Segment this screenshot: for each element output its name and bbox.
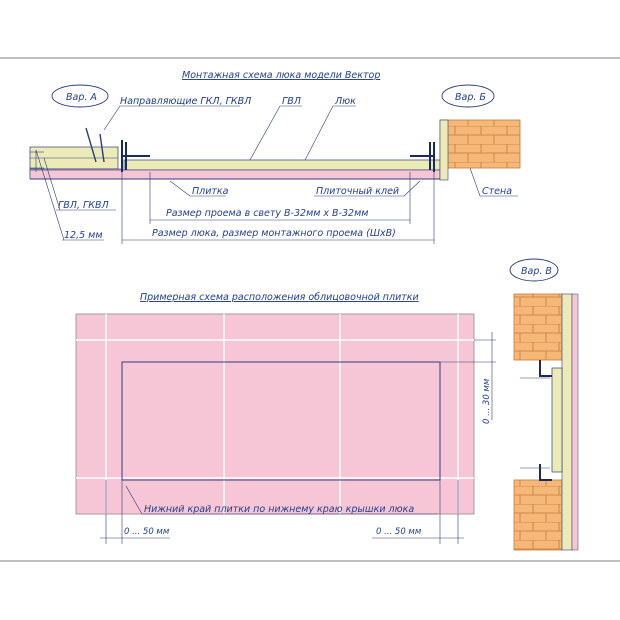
bottom-title: Примерная схема расположения облицовочно…	[140, 292, 419, 303]
wall-bricks-top	[439, 119, 521, 169]
dim-right-label: 0 ... 50 мм	[376, 527, 422, 537]
wall-bricks-upper	[513, 293, 563, 361]
right-frame-profile	[410, 142, 435, 172]
callout-b-ellipse	[441, 84, 495, 108]
tile-label: Плитка	[192, 186, 229, 197]
callout-a-label: Вар. А	[66, 92, 97, 103]
gkl-gkvl-label: ГВЛ, ГКВЛ	[58, 200, 109, 211]
hatch-size-label: Размер люка, размер монтажного проема (Ш…	[152, 228, 396, 239]
wall-bricks-lower	[513, 479, 563, 551]
top-title: Монтажная схема люка модели Вектор	[182, 70, 380, 81]
hatch-cover-outline	[121, 361, 441, 481]
hatch-door-side	[551, 367, 563, 473]
hatch-plate	[123, 159, 441, 171]
dim-left-label: 0 ... 50 мм	[124, 527, 170, 537]
wall-section-v	[513, 293, 579, 551]
dim-vertical-label: 0 ... 30 мм	[482, 378, 492, 424]
hatch-label: Люк	[334, 96, 356, 107]
thickness-label: 12,5 мм	[64, 230, 103, 241]
opening-size-label: Размер проема в свету В-32мм х В-32мм	[166, 208, 368, 219]
callout-v-label: Вар. В	[521, 266, 552, 277]
lower-edge-label: Нижний край плитки по нижнему краю крышк…	[144, 504, 414, 515]
left-frame-profile	[121, 140, 150, 172]
guides-label: Направляющие ГКЛ, ГКВЛ	[120, 96, 251, 107]
tile-glue-label: Плиточный клей	[316, 186, 399, 197]
tile-panel	[75, 313, 475, 515]
tile-layer	[29, 169, 441, 180]
gvl-label: ГВЛ	[282, 96, 301, 107]
callout-b-label: Вар. Б	[455, 92, 486, 103]
callout-v-ellipse	[509, 258, 559, 282]
callout-a-ellipse	[51, 84, 109, 108]
wall-label: Стена	[482, 186, 512, 197]
